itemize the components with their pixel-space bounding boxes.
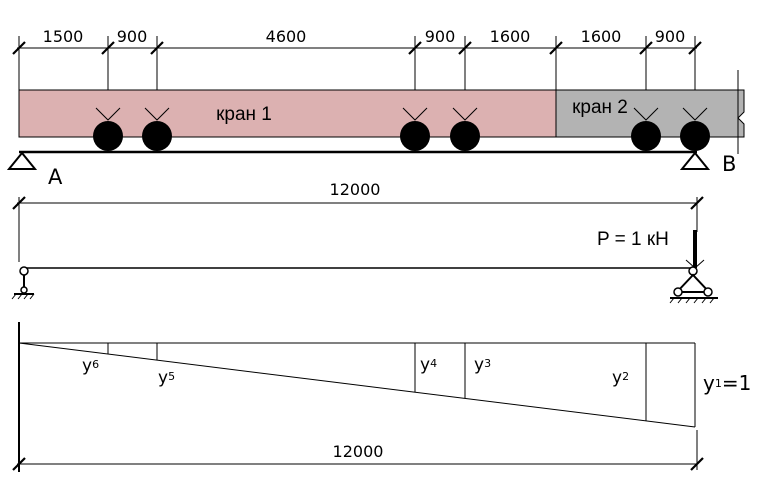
influence-line — [18, 342, 696, 428]
load-label: P = 1 кН — [597, 229, 669, 250]
ordinate-y5: y5 — [158, 368, 175, 388]
ordinate-y3: y3 — [474, 355, 491, 375]
support-b-label: B — [722, 152, 736, 176]
wheel-2 — [631, 121, 661, 151]
ordinate-y4: y4 — [420, 355, 437, 375]
span-dimension-top: 12000 — [12, 180, 704, 210]
ordinate-y2: y2 — [612, 368, 629, 388]
support-b: B — [679, 151, 736, 176]
dim-4600: 4600 — [266, 27, 307, 46]
ordinate-labels: y6 y5 y4 y3 y2 y1=1 — [82, 355, 751, 395]
dim-900-a: 900 — [117, 27, 148, 46]
unit-load: P = 1 кН — [597, 229, 705, 269]
wheel-4 — [400, 121, 430, 151]
wheel-6 — [93, 121, 123, 151]
scheme-beam — [11, 266, 718, 304]
wheel-5 — [142, 121, 172, 151]
dim-1600-b: 1600 — [581, 27, 622, 46]
support-a-label: A — [48, 165, 63, 189]
ordinate-y1: y1=1 — [703, 371, 751, 395]
crane-2-label: кран 2 — [572, 97, 628, 118]
wheel-1 — [680, 121, 710, 151]
ordinate-y6: y6 — [82, 356, 99, 376]
wheel-arrows — [95, 107, 708, 121]
crane-wheels — [93, 121, 710, 151]
dim-1500: 1500 — [43, 27, 84, 46]
span-label-bottom: 12000 — [333, 442, 384, 461]
crane-1-label: кран 1 — [216, 104, 272, 125]
support-a: A — [6, 151, 63, 189]
wheel-3 — [450, 121, 480, 151]
dim-1600-a: 1600 — [490, 27, 531, 46]
dim-900-b: 900 — [425, 27, 456, 46]
span-label-top: 12000 — [330, 180, 381, 199]
dim-900-c: 900 — [655, 27, 686, 46]
top-dimension-chain: 1500 900 4600 900 1600 1600 900 — [12, 27, 702, 122]
span-dimension-bottom: 12000 — [12, 430, 704, 471]
